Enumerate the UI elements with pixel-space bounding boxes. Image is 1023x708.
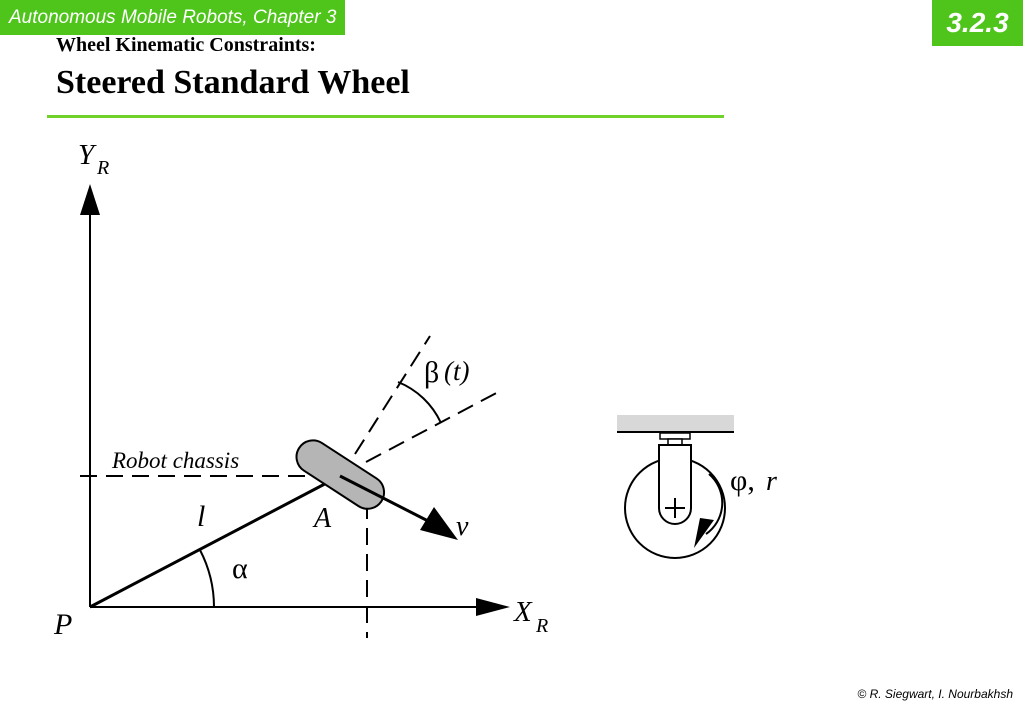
x-axis-arrowhead [476,598,510,616]
velocity-line [339,474,433,525]
section-number: 3.2.3 [932,0,1023,46]
caster-fork [658,444,692,525]
y-axis-arrowhead [80,184,100,215]
slide-title: Steered Standard Wheel [56,64,410,101]
slide-subtitle: Wheel Kinematic Constraints: [56,34,316,56]
alpha-arc [199,549,215,608]
swivel-bearing [659,432,691,440]
y-axis-subscript: R [96,157,109,179]
radius-label: r [766,466,777,497]
arm-line [89,474,341,609]
velocity-label: v [456,511,469,542]
course-tag: Autonomous Mobile Robots, Chapter 3 [0,0,346,35]
phi-symbol: φ, [730,464,755,497]
rotation-arc [705,473,724,535]
x-axis-subscript: R [535,615,548,637]
copyright-notice: © R. Siegwart, I. Nourbakhsh [857,687,1013,701]
x-axis-label: X [513,596,533,628]
point-a-label: A [312,503,332,534]
beta-argument: (t) [444,356,469,386]
steering-reference-dashed-line [365,389,503,463]
chassis-label: Robot chassis [111,448,239,473]
steered-wheel [295,439,386,510]
wheel-axis-dashed-line [354,335,431,455]
beta-symbol: β [424,356,439,389]
beta-arc [397,381,442,424]
arm-label: l [197,500,205,533]
origin-label: P [53,608,72,641]
rotation-arrowhead [694,518,714,548]
title-divider [47,115,724,118]
alpha-label: α [232,552,248,585]
y-axis-label: Y [78,139,97,171]
mount-plate [617,415,734,431]
velocity-arrowhead [420,507,458,540]
